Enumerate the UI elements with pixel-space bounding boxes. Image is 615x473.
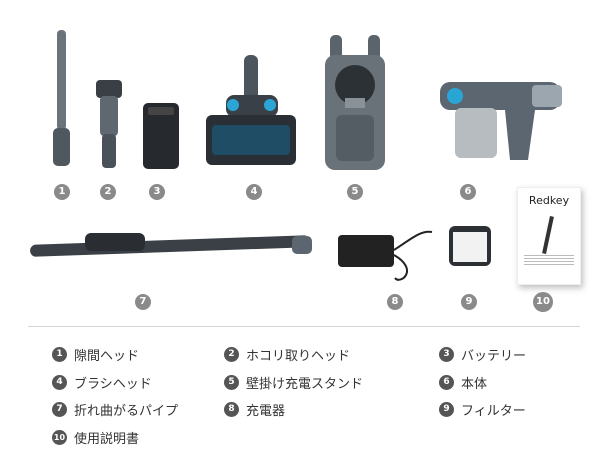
legend-number: 10 (52, 430, 67, 445)
brush-head-image (206, 55, 296, 165)
manual-brand: Redkey (528, 194, 570, 207)
legend-label: 隙間ヘッド (74, 349, 140, 364)
user-manual-image: Redkey (517, 187, 581, 285)
crevice-tool-image (53, 30, 70, 166)
badge-7: 7 (135, 294, 151, 310)
legend-item-10: 10 使用説明書 (52, 428, 139, 447)
legend-number: 2 (224, 347, 239, 362)
badge-9: 9 (461, 294, 477, 310)
badge-4: 4 (246, 184, 262, 200)
legend-label: ブラシヘッド (74, 377, 152, 392)
legend-label: ホコリ取りヘッド (246, 349, 351, 364)
legend-label: 本体 (461, 377, 488, 392)
dust-brush-image (96, 80, 122, 168)
legend-number: 1 (52, 347, 67, 362)
legend-number: 7 (52, 402, 67, 417)
legend-number: 5 (224, 375, 239, 390)
badge-1: 1 (54, 184, 70, 200)
divider (28, 326, 580, 327)
badge-8: 8 (387, 294, 403, 310)
battery-image (143, 103, 179, 169)
legend-item-9: 9 フィルター (439, 400, 526, 419)
legend-number: 4 (52, 375, 67, 390)
legend-item-6: 6 本体 (439, 373, 487, 392)
legend-item-1: 1 隙間ヘッド (52, 345, 139, 364)
legend-number: 8 (224, 402, 239, 417)
legend-item-7: 7 折れ曲がるパイプ (52, 400, 178, 419)
legend-label: バッテリー (461, 349, 527, 364)
wall-stand-image (325, 35, 385, 170)
legend-item-3: 3 バッテリー (439, 345, 526, 364)
legend-label: 折れ曲がるパイプ (74, 404, 179, 419)
legend-item-5: 5 壁掛け充電スタンド (224, 373, 363, 392)
legend-label: 充電器 (246, 404, 286, 419)
legend-item-8: 8 充電器 (224, 400, 285, 419)
badge-10: 10 (533, 292, 553, 312)
legend-number: 3 (439, 347, 454, 362)
filter-image (449, 226, 491, 266)
legend-item-2: 2 ホコリ取りヘッド (224, 345, 350, 364)
badge-3: 3 (149, 184, 165, 200)
legend-label: 壁掛け充電スタンド (246, 377, 364, 392)
legend-number: 9 (439, 402, 454, 417)
legend-item-4: 4 ブラシヘッド (52, 373, 152, 392)
badge-6: 6 (460, 184, 476, 200)
charger-image (338, 230, 433, 281)
legend-number: 6 (439, 375, 454, 390)
legend-label: フィルター (461, 404, 526, 419)
legend-label: 使用説明書 (74, 432, 140, 447)
parts-illustration (30, 30, 562, 281)
extension-pipe-image (30, 233, 312, 257)
badge-5: 5 (347, 184, 363, 200)
main-body-image (440, 82, 562, 160)
badge-2: 2 (100, 184, 116, 200)
